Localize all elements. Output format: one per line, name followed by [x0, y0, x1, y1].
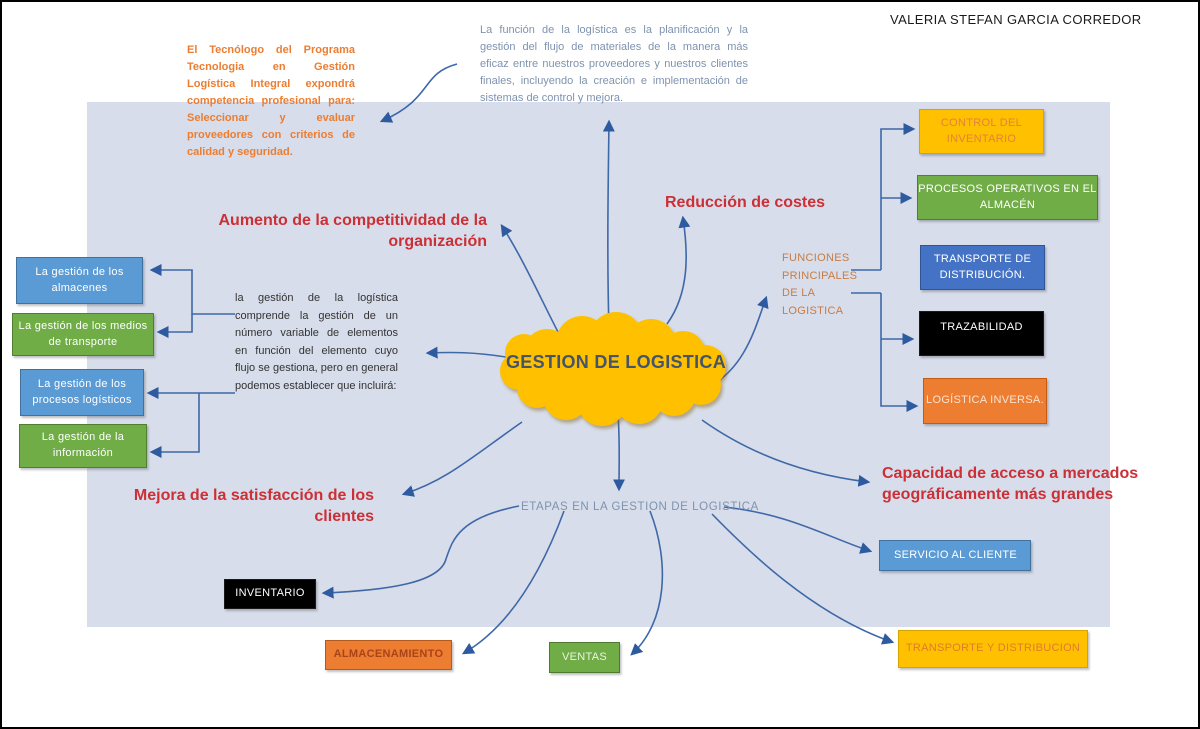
stage-item-label: INVENTARIO: [235, 587, 305, 600]
left-item-label: La gestión de los almacenes: [35, 265, 124, 294]
definition-top-note: La función de la logística es la planifi…: [480, 24, 748, 105]
stage-item-ventas: VENTAS: [549, 642, 620, 673]
left-item-procesos-logisticos: La gestión de los procesos logísticos: [20, 369, 144, 416]
left-item-informacion: La gestión de la información: [19, 424, 147, 468]
central-topic-title: GESTION DE LOGISTICA: [505, 352, 726, 372]
function-item-label: PROCESOS OPERATIVOS EN EL ALMACÉN: [918, 182, 1097, 211]
author-name: VALERIA STEFAN GARCIA CORREDOR: [890, 12, 1142, 27]
etapas-label: ETAPAS EN LA GESTION DE LOGISTICA: [521, 501, 759, 513]
left-item-almacenes: La gestión de los almacenes: [16, 257, 143, 304]
stage-item-label: SERVICIO AL CLIENTE: [894, 548, 1018, 561]
left-item-label: La gestión de la información: [41, 431, 125, 459]
function-item-label: LOGÍSTICA INVERSA.: [926, 394, 1044, 407]
benefit-aumento: Aumento de la competitividad de la organ…: [218, 212, 488, 250]
competency-note: El Tecnólogo del Programa Tecnologia en …: [187, 44, 355, 159]
definition-left-note: la gestión de la logística comprende la …: [235, 292, 398, 392]
stage-item-servicio-cliente: SERVICIO AL CLIENTE: [879, 540, 1031, 571]
function-item-label: TRAZABILIDAD: [940, 321, 1023, 333]
benefit-mejora: Mejora de la satisfacción de los cliente…: [133, 487, 374, 525]
funciones-principales-label: FUNCIONES PRINCIPALES DE LA LOGISTICA: [782, 252, 858, 317]
stage-item-label: TRANSPORTE Y DISTRIBUCION: [905, 642, 1081, 655]
benefit-reduccion: Reducción de costes: [665, 194, 826, 211]
left-item-medios-transporte: La gestión de los medios de transporte: [12, 313, 154, 356]
function-item-logistica-inversa: LOGÍSTICA INVERSA.: [923, 378, 1047, 424]
function-item-procesos-operativos: PROCESOS OPERATIVOS EN EL ALMACÉN: [917, 175, 1098, 220]
left-item-label: La gestión de los medios de transporte: [18, 319, 148, 348]
stage-item-label: VENTAS: [562, 650, 607, 663]
stage-item-inventario: INVENTARIO: [224, 579, 316, 609]
function-item-control-inventario: CONTROL DEL INVENTARIO: [919, 109, 1044, 154]
benefit-capacidad: Capacidad de acceso a mercados geográfic…: [882, 465, 1139, 503]
function-item-label: CONTROL DEL INVENTARIO: [940, 116, 1023, 145]
function-item-label: TRANSPORTE DE DISTRIBUCIÓN.: [933, 252, 1032, 281]
function-item-transporte-distribucion: TRANSPORTE DE DISTRIBUCIÓN.: [920, 245, 1045, 290]
left-item-label: La gestión de los procesos logísticos: [32, 377, 132, 406]
stage-item-almacenamiento: ALMACENAMIENTO: [325, 640, 452, 670]
stage-item-transporte-distribucion: TRANSPORTE Y DISTRIBUCION: [898, 630, 1088, 668]
function-item-trazabilidad: TRAZABILIDAD: [919, 311, 1044, 356]
stage-item-label: ALMACENAMIENTO: [333, 648, 444, 661]
